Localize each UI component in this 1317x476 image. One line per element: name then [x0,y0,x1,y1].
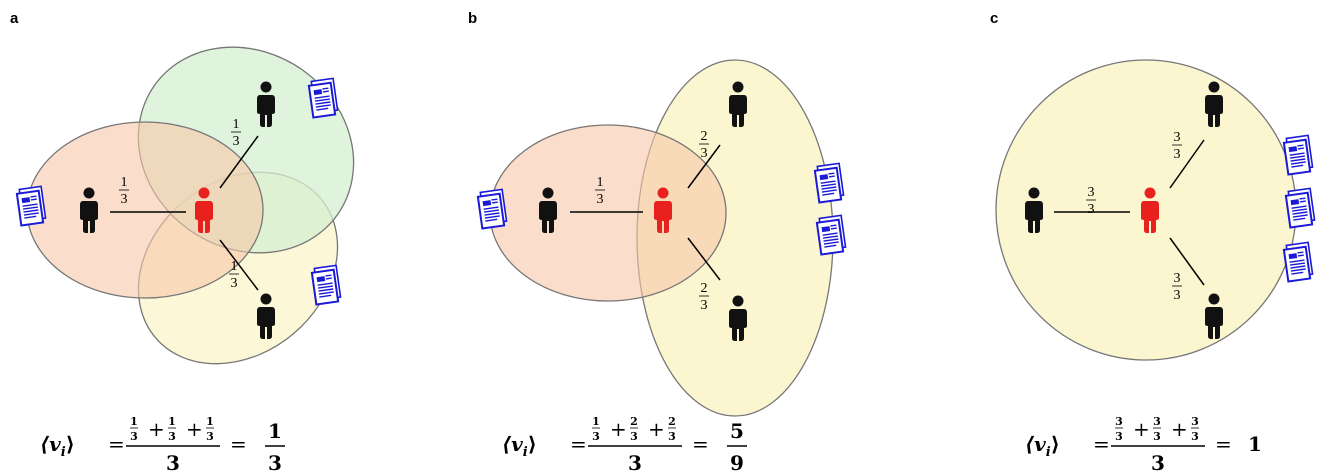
svg-text:3: 3 [233,134,240,149]
svg-text:3: 3 [121,192,128,207]
svg-text:3: 3 [168,430,176,443]
svg-text:1: 1 [268,419,282,443]
svg-text:=: = [1215,432,1232,456]
edge-label-left: 3 3 [1086,185,1096,217]
svg-text:3: 3 [1153,430,1161,443]
edge-label-bottom: 1 3 [229,259,239,291]
svg-text:⟨vi⟩: ⟨vi⟩ [502,432,537,460]
svg-text:2: 2 [701,129,708,144]
formula-c: ⟨vi⟩ = 3 3 + 3 3 + 3 3 3 = 1 [1025,415,1262,475]
svg-text:+: + [610,417,627,441]
svg-text:1: 1 [233,117,240,132]
svg-text:3: 3 [628,451,642,475]
svg-text:+: + [1171,417,1188,441]
svg-text:3: 3 [268,451,282,475]
edge-label-left: 1 3 [119,175,129,207]
edge-label-left: 1 3 [595,175,605,207]
document-icon [1282,134,1314,176]
formula-b: ⟨vi⟩ = 1 3 + 2 3 + 2 3 3 = 5 9 [502,415,747,475]
document-icon [813,162,845,204]
svg-text:1: 1 [597,175,604,190]
svg-text:3: 3 [592,430,600,443]
svg-text:3: 3 [630,430,638,443]
svg-text:1: 1 [1248,432,1262,456]
svg-text:5: 5 [730,419,744,443]
edge-label-bottom: 2 3 [699,281,709,313]
document-icon [815,214,847,256]
svg-text:3: 3 [166,451,180,475]
svg-text:3: 3 [1191,430,1199,443]
svg-text:3: 3 [1191,415,1199,428]
document-icon [310,264,342,306]
svg-text:⟨vi⟩: ⟨vi⟩ [1025,432,1060,460]
edge-label-bottom: 3 3 [1172,271,1182,303]
document-icon [1282,241,1314,283]
svg-text:+: + [186,417,203,441]
svg-text:=: = [692,432,709,456]
svg-text:2: 2 [630,415,638,428]
svg-text:3: 3 [1088,202,1095,217]
svg-text:3: 3 [701,298,708,313]
document-icon [307,77,339,119]
svg-text:1: 1 [121,175,128,190]
edge-label-top: 2 3 [699,129,709,161]
svg-text:=: = [108,432,125,456]
document-icon [1284,187,1316,229]
formula-a: ⟨vi⟩ = 1 3 + 1 3 + 1 3 3 = 1 3 [40,415,285,475]
svg-text:3: 3 [1174,130,1181,145]
svg-text:3: 3 [1088,185,1095,200]
edge-label-top: 1 3 [231,117,241,149]
edge-bottom [219,239,259,291]
ellipse-orange [489,124,727,302]
svg-text:3: 3 [1115,415,1123,428]
panel-c: c 3 3 3 3 3 3 ⟨vi⟩ = 3 [990,10,1316,475]
edge-top [1169,139,1205,189]
document-icon [476,188,508,230]
edge-bottom [1169,237,1205,286]
svg-text:3: 3 [1115,430,1123,443]
svg-text:3: 3 [701,146,708,161]
svg-text:9: 9 [730,451,744,475]
svg-text:+: + [1133,417,1150,441]
panel-letter-c: c [990,10,998,27]
edge-top [687,144,721,189]
svg-text:+: + [148,417,165,441]
svg-text:3: 3 [1174,147,1181,162]
svg-text:3: 3 [668,430,676,443]
svg-text:3: 3 [231,276,238,291]
edge-bottom [687,237,721,281]
svg-text:1: 1 [231,259,238,274]
panel-a: a 1 3 1 3 1 3 ⟨vi⟩ = [10,10,355,475]
edge-top [219,135,259,189]
svg-text:3: 3 [206,430,214,443]
panel-b: b 1 3 2 3 2 3 ⟨vi⟩ = 1 [468,10,847,475]
svg-text:3: 3 [1174,271,1181,286]
svg-text:⟨vi⟩: ⟨vi⟩ [40,432,75,460]
svg-text:=: = [230,432,247,456]
svg-text:=: = [570,432,587,456]
svg-text:1: 1 [168,415,176,428]
svg-text:2: 2 [701,281,708,296]
panel-letter-a: a [10,10,19,27]
svg-text:3: 3 [1153,415,1161,428]
svg-text:3: 3 [1174,288,1181,303]
svg-text:1: 1 [130,415,138,428]
ellipse-orange [26,121,264,299]
svg-text:3: 3 [130,430,138,443]
panel-letter-b: b [468,10,477,27]
svg-text:1: 1 [592,415,600,428]
svg-text:3: 3 [597,192,604,207]
document-icon [15,185,47,227]
svg-text:+: + [648,417,665,441]
svg-text:3: 3 [1151,451,1165,475]
svg-text:=: = [1093,432,1110,456]
svg-text:2: 2 [668,415,676,428]
edge-label-top: 3 3 [1172,130,1182,162]
svg-text:1: 1 [206,415,214,428]
